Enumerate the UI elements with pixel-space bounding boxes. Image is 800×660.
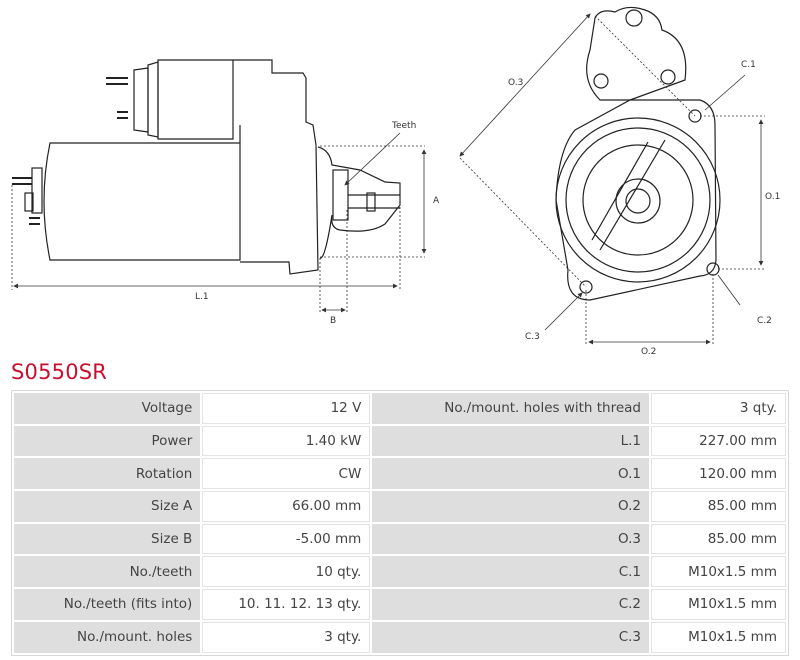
spec-label: Voltage — [14, 393, 201, 424]
spec-label: O.3 — [372, 523, 650, 555]
dimension-o1-label: O.1 — [765, 192, 780, 202]
spec-label: Size B — [14, 523, 201, 555]
dimension-b-label: B — [330, 316, 336, 326]
spec-value: M10x1.5 mm — [651, 589, 786, 620]
spec-value: 1.40 kW — [202, 425, 371, 457]
spec-value: 85.00 mm — [651, 523, 786, 555]
spec-value: 10 qty. — [202, 556, 371, 588]
side-view-dimensions — [11, 132, 427, 313]
spec-value: 12 V — [202, 393, 371, 424]
hole-c3-label: C.3 — [525, 332, 540, 342]
spec-value: 120.00 mm — [651, 458, 786, 490]
front-view-dimensions — [459, 13, 765, 345]
spec-value: CW — [202, 458, 371, 490]
spec-value: 227.00 mm — [651, 425, 786, 457]
spec-value: 3 qty. — [202, 621, 371, 653]
spec-label: No./teeth (fits into) — [14, 589, 201, 620]
spec-value: 3 qty. — [651, 393, 786, 424]
spec-value: M10x1.5 mm — [651, 556, 786, 588]
spec-value: -5.00 mm — [202, 523, 371, 555]
dimension-l1-label: L.1 — [195, 292, 209, 302]
dimension-o2-label: O.2 — [641, 347, 656, 357]
product-code-title: S0550SR — [11, 360, 108, 384]
spec-value: 66.00 mm — [202, 491, 371, 522]
spec-value: 85.00 mm — [651, 491, 786, 522]
spec-label: No./teeth — [14, 556, 201, 588]
hole-c1-label: C.1 — [741, 60, 756, 70]
spec-label: Size A — [14, 491, 201, 522]
spec-label: Rotation — [14, 458, 201, 490]
spec-value: M10x1.5 mm — [651, 621, 786, 653]
spec-label: C.2 — [372, 589, 650, 620]
spec-value: 10. 11. 12. 13 qty. — [202, 589, 371, 620]
teeth-label: Teeth — [391, 121, 416, 131]
spec-label: C.1 — [372, 556, 650, 588]
spec-label: Power — [14, 425, 201, 457]
starter-motor-drawing: Teeth A L.1 B O.3 O.1 O.2 C.1 C.2 C.3 — [11, 6, 780, 357]
spec-label: No./mount. holes — [14, 621, 201, 653]
front-view — [555, 6, 721, 301]
dimension-a-label: A — [433, 196, 440, 206]
spec-label: No./mount. holes with thread — [372, 393, 650, 424]
hole-c2-label: C.2 — [757, 316, 772, 326]
side-view — [12, 59, 401, 275]
dimension-o3-label: O.3 — [508, 78, 523, 88]
spec-row: No./teeth (fits into)10. 11. 12. 13 qty.… — [14, 589, 786, 620]
spec-label: O.1 — [372, 458, 650, 490]
spec-label: C.3 — [372, 621, 650, 653]
spec-label: L.1 — [372, 425, 650, 457]
spec-label: O.2 — [372, 491, 650, 522]
